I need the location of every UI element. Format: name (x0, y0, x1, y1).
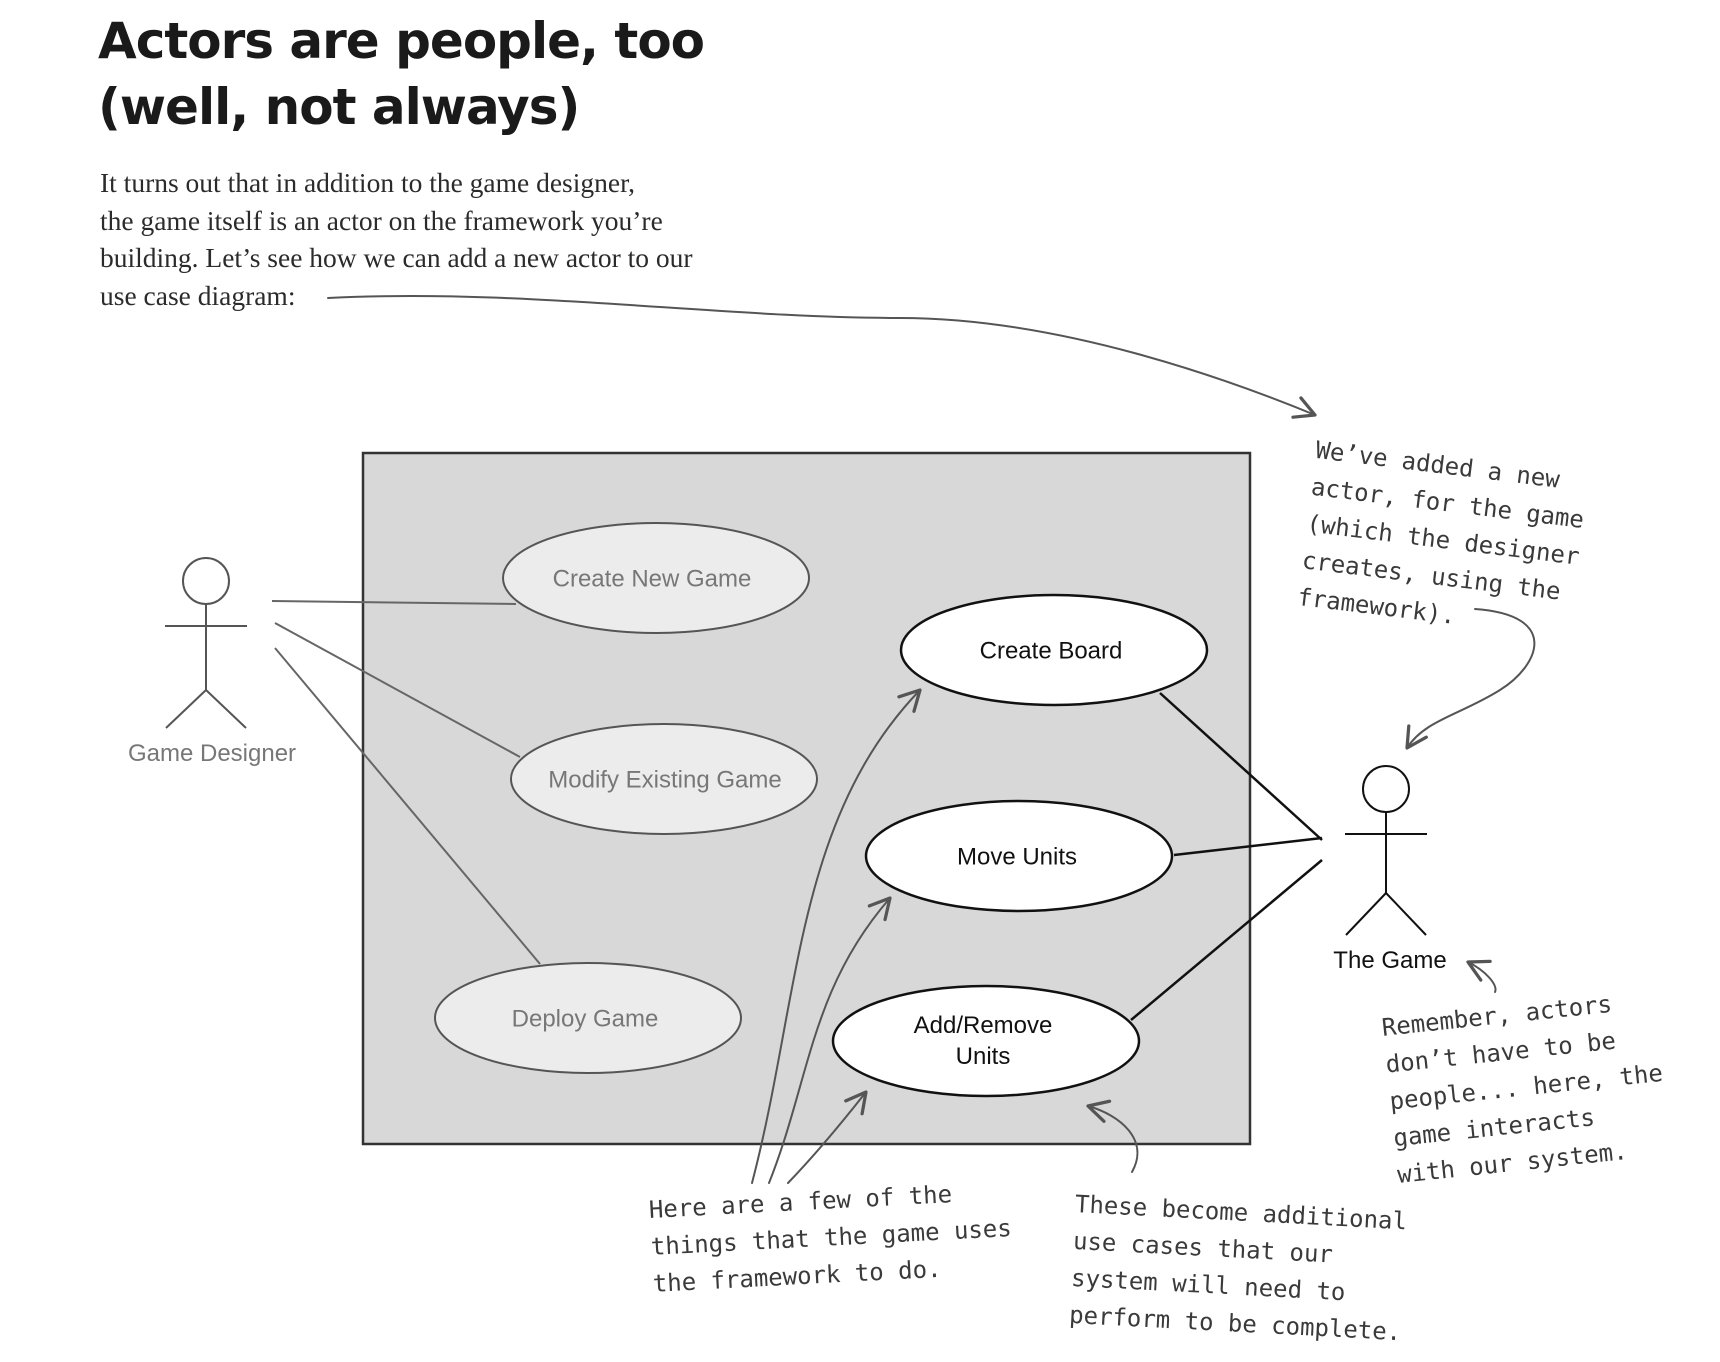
arrow-to-create-board (751, 688, 922, 1184)
use-case-create-board (899, 593, 1209, 707)
use-case-label-line: Add/Remove (913, 1012, 1053, 1039)
page-title-line-1: Actors are people, too (98, 12, 705, 70)
intro-paragraph: It turns out that in addition to the gam… (100, 164, 800, 314)
note-things: Here are a few of the things that the ga… (648, 1173, 1015, 1303)
actor-the-game-figure (1345, 765, 1427, 936)
intro-line: use case diagram: (100, 279, 296, 311)
page-title: Actors are people, too (well, not always… (98, 8, 705, 140)
intro-line: It turns out that in addition to the gam… (100, 167, 636, 198)
actor-label-the-game: The Game (1333, 947, 1447, 974)
association-line (1130, 859, 1323, 1021)
use-case-label: Deploy Game (511, 1005, 659, 1033)
use-case-add-remove-units (831, 984, 1141, 1098)
arrow-intro-to-new-actor (327, 294, 1317, 419)
actor-label-game-designer: Game Designer (127, 740, 297, 767)
use-case-deploy-game (434, 962, 742, 1074)
use-case-label: Move Units (956, 843, 1078, 871)
use-case-move-units (864, 799, 1174, 913)
intro-line: building. Let’s see how we can add a new… (100, 242, 693, 273)
use-case-create-new-game (502, 522, 810, 634)
note-remember: Remember, actors don’t have to be people… (1380, 981, 1672, 1194)
use-case-label: Create Board (979, 637, 1123, 665)
association-line (274, 647, 541, 965)
use-case-label: Modify Existing Game (548, 766, 782, 794)
arrow-to-add-remove-units (787, 1090, 868, 1184)
association-line (274, 622, 521, 758)
intro-line: the game itself is an actor on the frame… (100, 204, 663, 236)
note-additional: These become additional use cases that o… (1068, 1186, 1408, 1351)
use-case-modify-existing-game (510, 723, 818, 835)
arrow-to-add-remove-units (1086, 1099, 1139, 1173)
arrow-to-move-units (768, 896, 892, 1184)
use-case-label: Create New Game (552, 565, 752, 593)
association-line (1173, 836, 1323, 857)
association-line (271, 600, 517, 605)
association-line (1159, 692, 1323, 841)
actor-game-designer-figure (165, 557, 247, 729)
note-new-actor: We’ve added a new actor, for the game (w… (1295, 432, 1590, 649)
arrow-note-to-the-game (1405, 608, 1536, 750)
use-case-label: Add/Remove Units (914, 1010, 1053, 1072)
use-case-label-line: Units (955, 1043, 1011, 1070)
page-title-line-2: (well, not always) (98, 78, 580, 136)
arrow-remember-to-the-game (1466, 959, 1497, 993)
